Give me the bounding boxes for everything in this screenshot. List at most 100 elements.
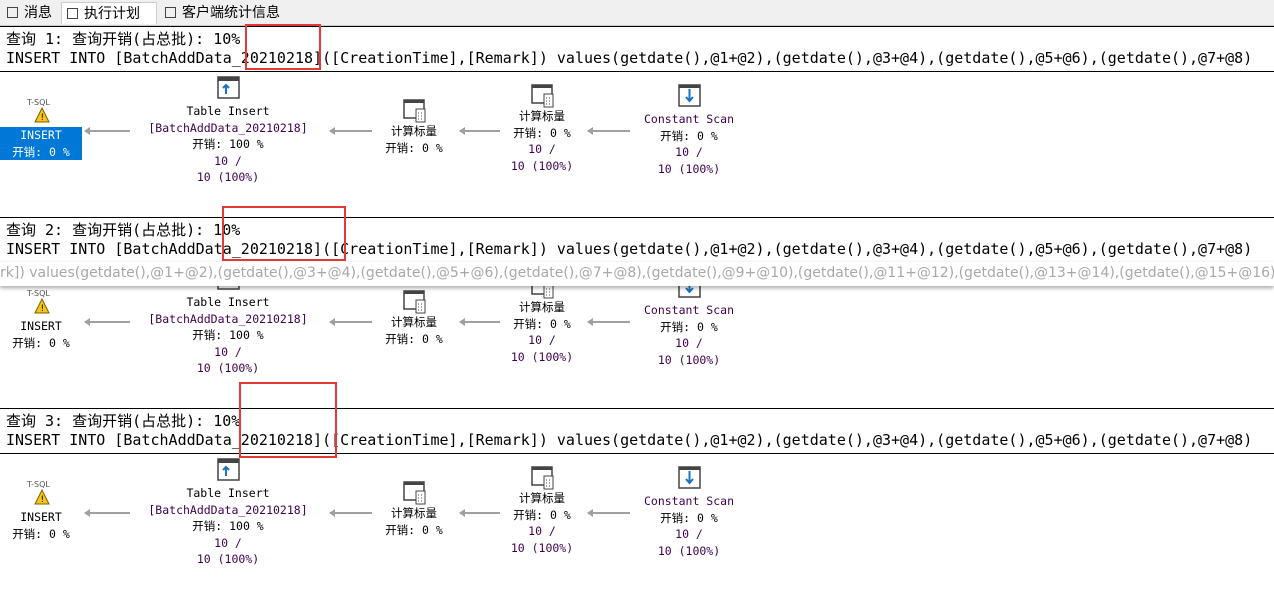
constant-scan-icon[interactable] [678,466,701,489]
plan-node-compute-scalar[interactable]: 计算标量开销: 0 % [385,123,443,156]
node-label: 计算标量 [519,491,565,505]
node-rows: 10 (100%) [196,170,260,184]
svg-text:!: ! [41,495,45,505]
node-rows: 10 (100%) [657,161,721,176]
highlight-box [245,24,321,70]
plan-node-compute-scalar[interactable]: 计算标量开销: 0 %10 /10 (100%) [511,108,573,174]
node-rows: 10 (100%) [657,352,721,367]
plan-node-table-insert[interactable]: Table Insert[BatchAddData_20210218]开销: 1… [148,103,307,186]
constant-scan-icon[interactable] [678,84,701,107]
node-cost: 开销: 0 % [385,522,443,537]
tab-messages[interactable]: 消息 [2,2,60,24]
flow-arrow [459,509,500,517]
node-rows: 10 (100%) [196,361,260,375]
plan-node-constant-scan[interactable]: Constant Scan 开销: 0 % 10 / 10 (100%) [644,111,734,177]
node-rows: 10 / [528,333,556,347]
plan-node-table-insert[interactable]: Table Insert [BatchAddData_20210218] 开销: 1… [148,485,307,568]
node-label: Constant Scan [643,494,735,508]
flow-arrow [587,509,630,517]
flow-arrow [84,509,130,517]
query-title: 查询 3: 查询开销(占总批): 10% [6,412,241,430]
compute-scalar-icon[interactable] [403,99,426,123]
node-cost: 开销: 0 % [12,335,70,350]
node-cost: 开销: 0 % [385,140,443,155]
query-sql[interactable]: INSERT INTO [BatchAddData_20210218]([Cre… [6,431,1253,449]
query-title: 查询 1: 查询开销(占总批): 10% [6,30,241,48]
node-cost: 开销: 100 % [192,328,264,342]
plan-node-insert[interactable]: INSERT 开销: 0 % [0,127,82,160]
node-label: INSERT [20,128,62,142]
node-cost: 开销: 0 % [660,319,718,334]
compute-scalar-icon[interactable] [403,481,426,505]
node-label: Table Insert [186,486,270,500]
query-header: 查询 2: 查询开销(占总批): 10%INSERT INTO [BatchAd… [0,217,1274,263]
node-label: 计算标量 [391,506,437,520]
query-title: 查询 2: 查询开销(占总批): 10% [6,221,241,239]
svg-text:T-SQL: T-SQL [27,289,50,298]
flow-arrow [329,127,372,135]
plan-node-compute-scalar[interactable]: 计算标量开销: 0 % [385,314,443,347]
node-cost: 开销: 0 % [660,510,718,525]
query-section: 查询 2: 查询开销(占总批): 10%INSERT INTO [BatchAd… [0,206,1274,408]
plan-node-table-insert[interactable]: Table Insert[BatchAddData_20210218]开销: 1… [148,294,307,377]
flow-arrow [329,318,372,326]
node-label: Constant Scan [643,112,735,126]
node-cost: 开销: 0 % [385,331,443,346]
highlight-box [222,206,346,261]
flow-arrow [84,318,130,326]
tsql-warning-icon: T-SQL! [26,287,57,317]
node-rows: 10 / [675,527,703,541]
compute-scalar-icon[interactable] [531,84,554,108]
plan-node-compute-scalar[interactable]: 计算标量开销: 0 %10 /10 (100%) [511,490,573,556]
plan-node-compute-scalar[interactable]: 计算标量开销: 0 %10 /10 (100%) [511,299,573,365]
node-object: [BatchAddData_20210218] [148,120,308,135]
node-label: 计算标量 [391,315,437,329]
node-rows: 10 / [214,153,242,168]
result-tabs: 消息 执行计划 客户端统计信息 [0,0,1274,26]
compute-scalar-icon[interactable] [403,290,426,314]
svg-text:T-SQL: T-SQL [27,480,50,489]
node-rows: 10 (100%) [510,158,574,173]
node-cost: 开销: 0 % [12,144,70,159]
node-rows: 10 / [675,145,703,159]
flow-arrow [459,127,500,135]
node-object: [BatchAddData_20210218] [148,502,308,517]
tab-execution-plan[interactable]: 执行计划 [61,2,157,24]
node-rows: 10 / [214,344,242,359]
flow-arrow [587,318,630,326]
node-label: 计算标量 [519,109,565,123]
node-label: Table Insert [186,104,270,118]
node-label: INSERT [20,319,62,333]
node-label: Constant Scan [643,303,735,317]
flow-arrow [587,127,630,135]
node-rows: 10 / [675,336,703,350]
table-insert-icon[interactable] [217,458,240,481]
node-cost: 开销: 0 % [513,125,571,140]
tab-label: 消息 [24,5,52,21]
tab-label: 客户端统计信息 [182,5,280,21]
plan-node-compute-scalar[interactable]: 计算标量开销: 0 % [385,505,443,538]
query-sql[interactable]: INSERT INTO [BatchAddData_20210218]([Cre… [6,49,1253,67]
node-rows: 10 / [214,535,242,550]
plan-node-constant-scan[interactable]: Constant Scan 开销: 0 % 10 / 10 (100%) [644,302,734,368]
sql-tooltip: rk]) values(getdate(),@1+@2),(getdate(),… [0,262,1274,286]
tab-client-statistics[interactable]: 客户端统计信息 [160,2,292,24]
compute-scalar-icon[interactable] [531,466,554,490]
node-label: Table Insert [186,295,270,309]
query-header: 查询 3: 查询开销(占总批): 10%INSERT INTO [BatchAd… [0,408,1274,454]
node-label: INSERT [20,510,62,524]
plan-node-insert[interactable]: INSERT 开销: 0 % [0,318,82,351]
node-label: 计算标量 [391,124,437,138]
node-cost: 开销: 100 % [192,519,264,533]
plan-node-insert[interactable]: INSERT 开销: 0 % [0,509,82,542]
messages-icon [7,7,18,18]
execution-plan-icon [67,8,78,19]
node-rows: 10 (100%) [510,349,574,364]
node-cost: 开销: 0 % [12,526,70,541]
flow-arrow [329,509,372,517]
node-rows: 10 (100%) [510,540,574,555]
node-cost: 开销: 0 % [660,128,718,143]
table-insert-icon[interactable] [217,76,240,99]
query-sql[interactable]: INSERT INTO [BatchAddData_20210218]([Cre… [6,240,1253,258]
